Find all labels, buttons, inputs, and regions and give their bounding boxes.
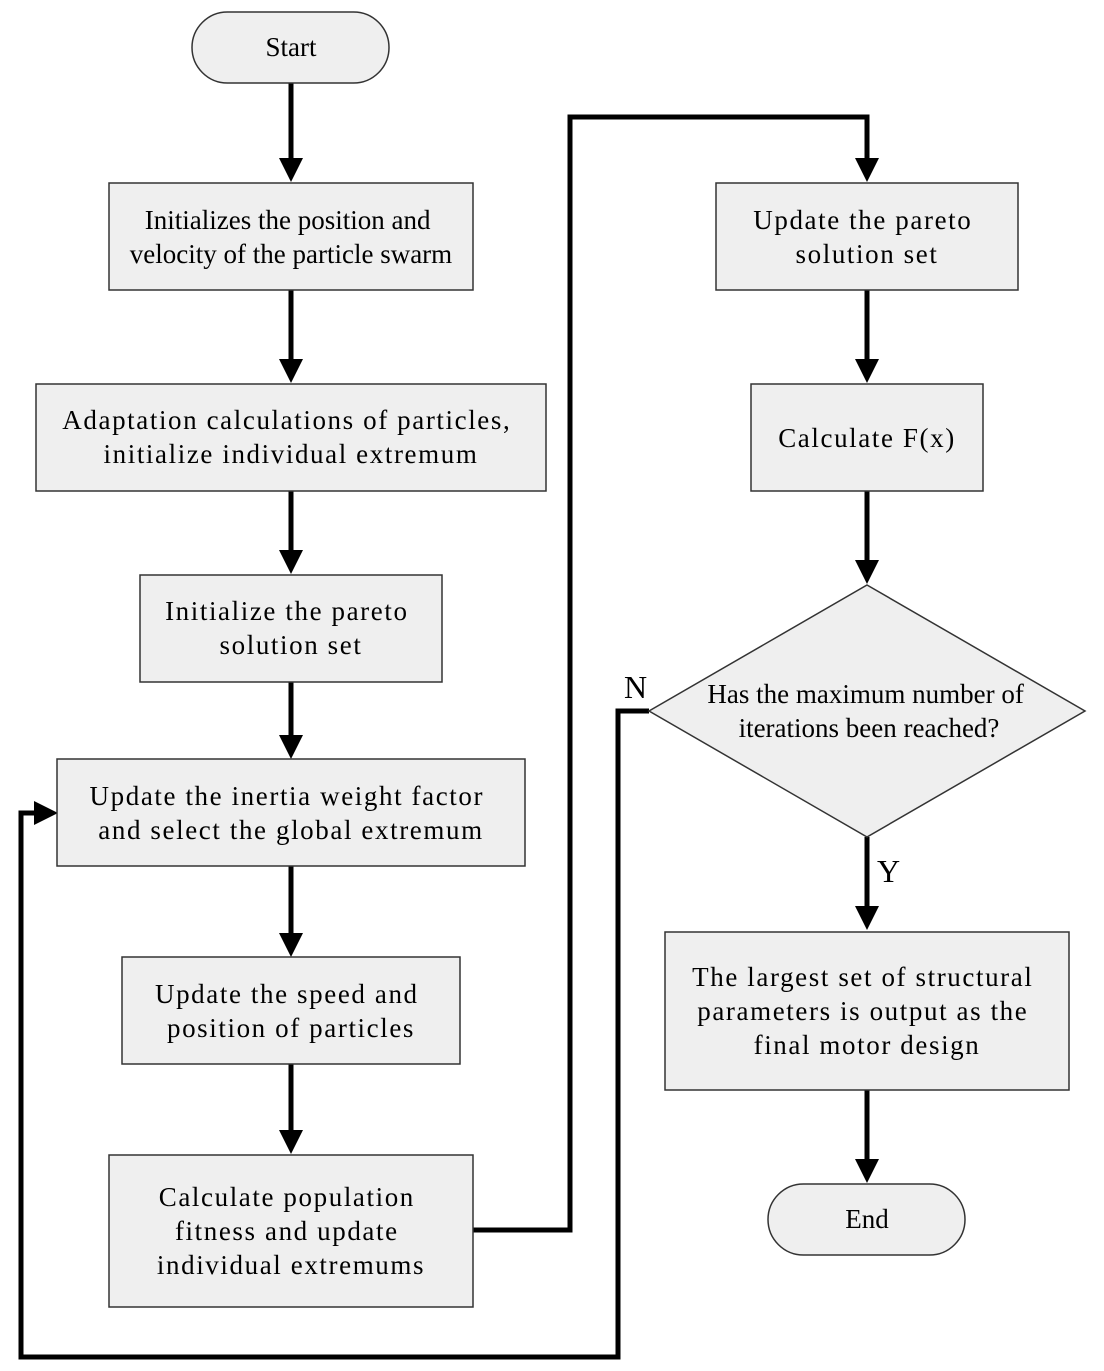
start-label: Start bbox=[266, 32, 317, 62]
step-text: Initialize the pareto solution set bbox=[165, 596, 417, 660]
step-update-inertia: Update the inertia weight factor and sel… bbox=[56, 758, 526, 867]
arrow-fitness-to-update-pareto bbox=[473, 114, 870, 1233]
step-init-pareto: Initialize the pareto solution set bbox=[139, 574, 443, 683]
line: fitness and update bbox=[175, 1216, 399, 1246]
end-label: End bbox=[845, 1204, 889, 1234]
arrowhead bbox=[279, 158, 303, 182]
line: solution set bbox=[796, 239, 939, 269]
arrowhead bbox=[279, 1130, 303, 1154]
start-node: Start bbox=[191, 11, 390, 84]
line: The largest set of structural bbox=[692, 962, 1033, 992]
arrowhead bbox=[279, 735, 303, 759]
line: final motor design bbox=[754, 1030, 981, 1060]
yes-branch-label: Y bbox=[877, 853, 900, 889]
step-calc-fx: Calculate F(x) bbox=[750, 383, 984, 492]
no-branch-label: N bbox=[624, 669, 647, 705]
step-text: Adaptation calculations of particles, in… bbox=[62, 405, 519, 469]
line: and select the global extremum bbox=[98, 815, 483, 845]
step-text: Update the pareto solution set bbox=[753, 205, 980, 269]
line: Has the maximum number of bbox=[707, 679, 1023, 709]
arrowhead bbox=[279, 359, 303, 383]
arrowhead bbox=[34, 801, 58, 825]
decision-text: Has the maximum number of iterations bee… bbox=[707, 679, 1030, 743]
arrowhead bbox=[855, 906, 879, 930]
step-text: Calculate population fitness and update … bbox=[157, 1182, 425, 1280]
arrowhead bbox=[279, 550, 303, 574]
line: Update the inertia weight factor bbox=[90, 781, 485, 811]
step-text: Update the speed and position of particl… bbox=[155, 979, 427, 1043]
step-update-pareto: Update the pareto solution set bbox=[715, 182, 1019, 291]
line: Initializes the position and bbox=[145, 205, 431, 235]
line: iterations been reached? bbox=[739, 713, 1000, 743]
connectors bbox=[18, 83, 879, 1360]
step-text: Initializes the position and velocity of… bbox=[130, 205, 452, 269]
line: parameters is output as the bbox=[697, 996, 1028, 1026]
line: Calculate population bbox=[159, 1182, 415, 1212]
arrowhead bbox=[855, 158, 879, 182]
step-calc-fitness: Calculate population fitness and update … bbox=[108, 1154, 474, 1308]
end-node: End bbox=[767, 1183, 966, 1256]
line: Calculate F(x) bbox=[778, 423, 956, 453]
step-init-swarm: Initializes the position and velocity of… bbox=[108, 182, 474, 291]
decision-max-iterations: Has the maximum number of iterations bee… bbox=[647, 584, 1087, 838]
line: position of particles bbox=[167, 1013, 415, 1043]
step-text: The largest set of structural parameters… bbox=[692, 962, 1042, 1060]
arrow-decision-no-loop bbox=[18, 708, 649, 1360]
line: Adaptation calculations of particles, bbox=[62, 405, 511, 435]
line: initialize individual extremum bbox=[104, 439, 479, 469]
step-update-speed: Update the speed and position of particl… bbox=[121, 956, 461, 1065]
line: Update the speed and bbox=[155, 979, 419, 1009]
line: velocity of the particle swarm bbox=[130, 239, 452, 269]
arrowhead bbox=[855, 359, 879, 383]
line: individual extremums bbox=[157, 1250, 425, 1280]
step-text: Update the inertia weight factor and sel… bbox=[90, 781, 493, 845]
step-adaptation: Adaptation calculations of particles, in… bbox=[35, 383, 547, 492]
step-output: The largest set of structural parameters… bbox=[664, 931, 1070, 1091]
line: Initialize the pareto bbox=[165, 596, 409, 626]
line: Update the pareto bbox=[753, 205, 972, 235]
line: solution set bbox=[220, 630, 363, 660]
arrowhead bbox=[855, 1159, 879, 1183]
step-text: Calculate F(x) bbox=[778, 423, 956, 453]
arrowhead bbox=[855, 560, 879, 584]
arrowhead bbox=[279, 933, 303, 957]
